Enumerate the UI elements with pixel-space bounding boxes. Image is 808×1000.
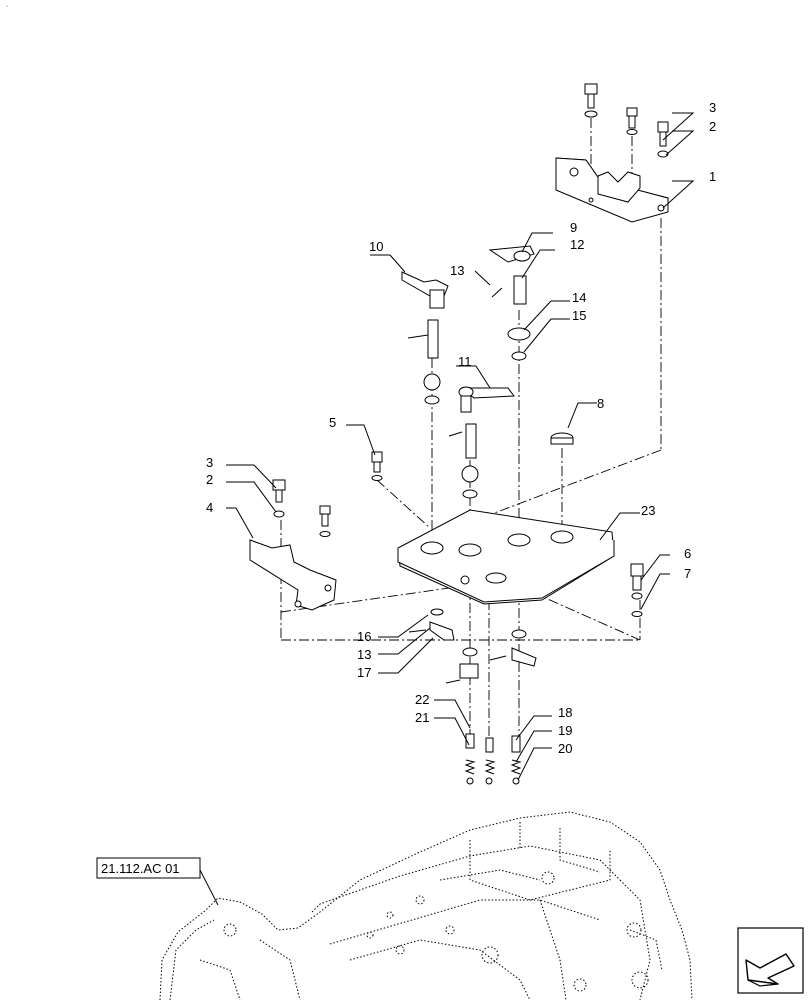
bolt-5 — [371, 451, 383, 481]
spring-parts — [464, 733, 522, 785]
bracket-part-1 — [555, 157, 669, 223]
callout-labels: 3 2 1 10 9 12 13 14 15 11 8 5 3 2 4 23 6… — [206, 100, 716, 756]
leader-lines — [199, 112, 695, 906]
corner-mark: · — [6, 3, 8, 10]
callout-7: 7 — [684, 566, 691, 581]
callout-8: 8 — [597, 396, 604, 411]
callout-4: 4 — [206, 500, 213, 515]
callout-15: 15 — [572, 308, 586, 323]
plate-part-23 — [397, 509, 615, 605]
lever-assembly-10 — [401, 271, 449, 405]
lever-assembly-11 — [448, 386, 515, 499]
callout-21: 21 — [415, 710, 429, 725]
sensor-part-6 — [630, 563, 644, 617]
callout-13-top: 13 — [450, 263, 464, 278]
bolts-top — [584, 83, 669, 158]
callout-3-left: 3 — [206, 455, 213, 470]
callout-17: 17 — [357, 665, 371, 680]
callout-6: 6 — [684, 546, 691, 561]
callout-19: 19 — [558, 723, 572, 738]
callout-1: 1 — [709, 169, 716, 184]
lever-assembly-9-12 — [488, 245, 535, 361]
callout-16: 16 — [357, 629, 371, 644]
callout-12: 12 — [570, 237, 584, 252]
callout-13-bottom: 13 — [357, 647, 371, 662]
lower-parts — [408, 608, 537, 684]
bracket-part-4 — [249, 479, 337, 611]
reference-label: 21.112.AC 01 — [101, 861, 180, 876]
housing-dotted — [159, 811, 693, 1000]
callout-3-top: 3 — [709, 100, 716, 115]
callout-18: 18 — [558, 705, 572, 720]
callout-5: 5 — [329, 415, 336, 430]
callout-11: 11 — [458, 354, 472, 369]
callout-20: 20 — [558, 741, 572, 756]
arrow-icon[interactable] — [737, 927, 804, 994]
callout-22: 22 — [415, 692, 429, 707]
callout-9: 9 — [570, 220, 577, 235]
callout-2-left: 2 — [206, 472, 213, 487]
callout-23: 23 — [641, 503, 655, 518]
callout-14: 14 — [572, 290, 586, 305]
reference-link[interactable]: 21.112.AC 01 — [96, 857, 201, 879]
cap-8 — [550, 432, 574, 445]
callout-10: 10 — [369, 239, 383, 254]
callout-2-top: 2 — [709, 119, 716, 134]
